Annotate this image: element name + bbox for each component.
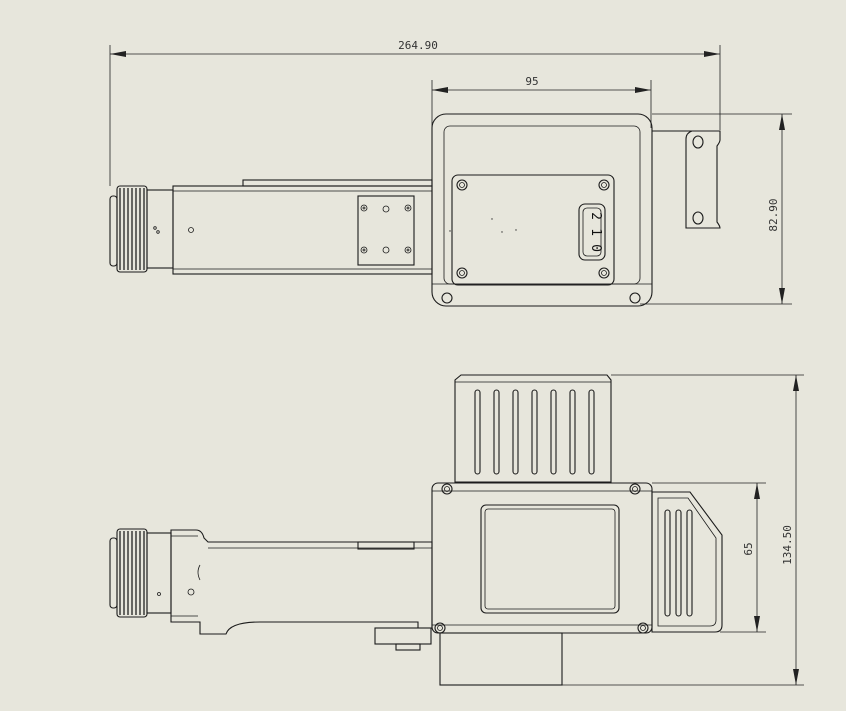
main-body-top xyxy=(431,113,653,307)
finned-housing xyxy=(454,374,612,483)
nameplate-digit-3: 0 xyxy=(588,244,603,252)
dim-overall-height: 134.50 xyxy=(562,374,804,686)
dim-body-width: 95 xyxy=(431,75,652,128)
nameplate-digit-2: 1 xyxy=(588,228,603,236)
mounting-plate-top xyxy=(357,195,415,266)
barrel-top xyxy=(172,179,433,275)
dim-body-width-label: 95 xyxy=(525,75,538,88)
nameplate: 2 1 0 xyxy=(578,203,606,261)
nameplate-digit-1: 2 xyxy=(588,212,603,220)
side-vent-bracket xyxy=(651,491,723,633)
bottom-block xyxy=(439,632,563,686)
knurled-knob-front xyxy=(109,528,172,618)
side-bracket-top xyxy=(652,130,721,229)
handle-front xyxy=(170,529,433,651)
top-view: 264.90 95 82.90 xyxy=(109,39,792,307)
dim-overall-length: 264.90 xyxy=(109,39,721,186)
front-view: 134.50 65 xyxy=(109,374,804,686)
main-body-front xyxy=(431,482,653,634)
dim-overall-length-label: 264.90 xyxy=(398,39,438,52)
dim-side-height: 82.90 xyxy=(640,113,792,305)
dim-overall-height-label: 134.50 xyxy=(781,525,794,565)
dim-side-height-label: 82.90 xyxy=(767,198,780,231)
knurled-knob-top xyxy=(109,185,174,273)
dim-inner-height-label: 65 xyxy=(742,542,755,555)
cooling-fins xyxy=(474,389,595,475)
dim-inner-height: 65 xyxy=(652,482,766,633)
